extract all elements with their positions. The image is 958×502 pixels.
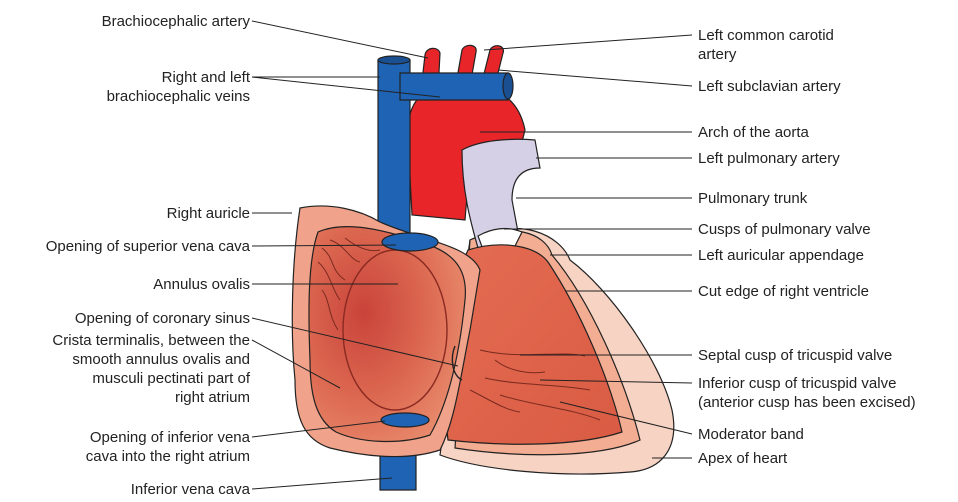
- label-line: Arch of the aorta: [698, 123, 809, 142]
- label-line: cava into the right atrium: [86, 447, 250, 466]
- svc-opening: [382, 233, 438, 251]
- label-arch-aorta: Arch of the aorta: [698, 123, 809, 142]
- label-line: right atrium: [52, 388, 250, 407]
- label-line: Opening of inferior vena: [86, 428, 250, 447]
- label-line: (anterior cusp has been excised): [698, 393, 916, 412]
- label-annulus-ovalis: Annulus ovalis: [153, 275, 250, 294]
- svc-top: [378, 56, 410, 64]
- ivc-opening: [381, 413, 429, 427]
- label-line: Crista terminalis, between the: [52, 331, 250, 350]
- label-moderator-band: Moderator band: [698, 425, 804, 444]
- label-line: Cut edge of right ventricle: [698, 282, 869, 301]
- label-line: Right auricle: [167, 204, 250, 223]
- label-line: Opening of superior vena cava: [46, 237, 250, 256]
- label-line: Right and left: [107, 68, 250, 87]
- label-brachiocephalic-artery: Brachiocephalic artery: [102, 12, 250, 31]
- label-line: artery: [698, 45, 834, 64]
- label-line: Left pulmonary artery: [698, 149, 840, 168]
- label-septal-cusp: Septal cusp of tricuspid valve: [698, 346, 892, 365]
- label-line: Inferior vena cava: [131, 480, 250, 499]
- label-cut-edge-right-ventricle: Cut edge of right ventricle: [698, 282, 869, 301]
- label-line: Left subclavian artery: [698, 77, 841, 96]
- label-inferior-cusp: Inferior cusp of tricuspid valve(anterio…: [698, 374, 916, 412]
- label-line: Opening of coronary sinus: [75, 309, 250, 328]
- label-line: Inferior cusp of tricuspid valve: [698, 374, 916, 393]
- label-line: Left auricular appendage: [698, 246, 864, 265]
- label-right-auricle: Right auricle: [167, 204, 250, 223]
- label-line: Left common carotid: [698, 26, 834, 45]
- label-pulmonary-trunk: Pulmonary trunk: [698, 189, 807, 208]
- label-left-auricular-appendage: Left auricular appendage: [698, 246, 864, 265]
- label-line: Pulmonary trunk: [698, 189, 807, 208]
- label-left-subclavian: Left subclavian artery: [698, 77, 841, 96]
- label-cusps-pulmonary-valve: Cusps of pulmonary valve: [698, 220, 871, 239]
- label-line: brachiocephalic veins: [107, 87, 250, 106]
- left-brachiocephalic-vein: [400, 73, 508, 100]
- label-line: Brachiocephalic artery: [102, 12, 250, 31]
- left-brachiocephalic-vein-end: [503, 73, 513, 99]
- label-line: Septal cusp of tricuspid valve: [698, 346, 892, 365]
- label-apex-heart: Apex of heart: [698, 449, 787, 468]
- label-opening-svc: Opening of superior vena cava: [46, 237, 250, 256]
- label-line: smooth annulus ovalis and: [52, 350, 250, 369]
- label-line: Moderator band: [698, 425, 804, 444]
- label-line: Apex of heart: [698, 449, 787, 468]
- label-line: Annulus ovalis: [153, 275, 250, 294]
- label-line: Cusps of pulmonary valve: [698, 220, 871, 239]
- label-left-pulmonary-artery: Left pulmonary artery: [698, 149, 840, 168]
- label-line: musculi pectinati part of: [52, 369, 250, 388]
- label-inferior-vena-cava: Inferior vena cava: [131, 480, 250, 499]
- label-opening-coronary-sinus: Opening of coronary sinus: [75, 309, 250, 328]
